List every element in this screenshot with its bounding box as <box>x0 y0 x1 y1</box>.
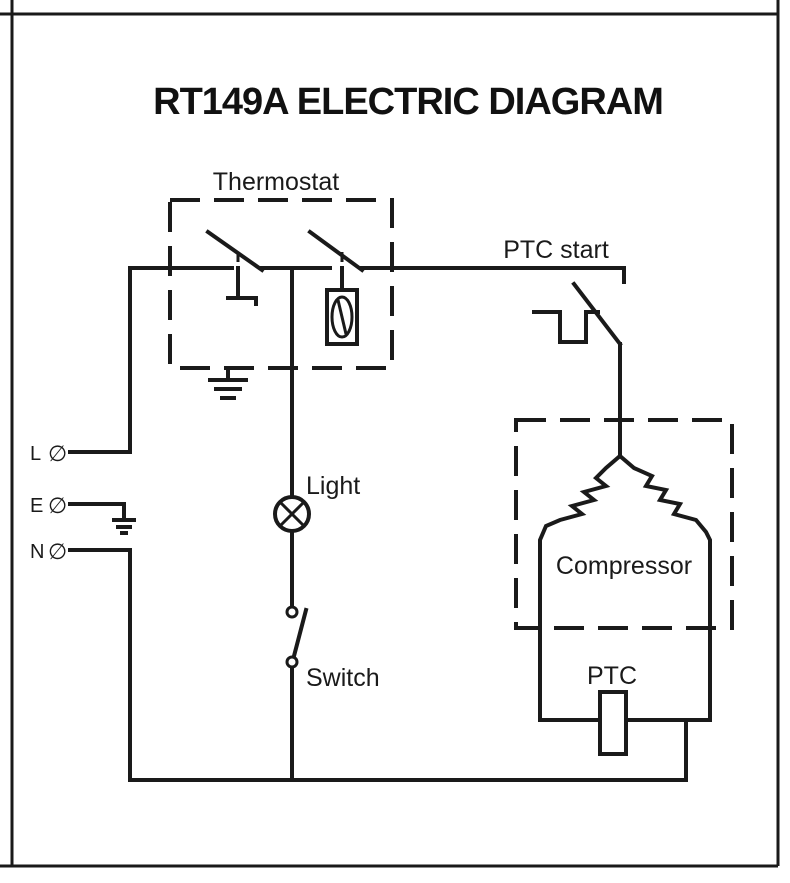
door-switch: Switch <box>285 605 380 782</box>
svg-text:E: E <box>30 495 43 517</box>
compressor-label: Compressor <box>556 552 692 580</box>
thermostat-contact-2 <box>307 229 365 273</box>
ptc-start-label: PTC start <box>503 236 609 264</box>
live-line <box>68 266 626 454</box>
thermostat-label: Thermostat <box>213 168 339 196</box>
terminal-e: E ∅ <box>30 493 136 535</box>
diagram-title: RT149A ELECTRIC DIAGRAM <box>153 81 663 123</box>
ptc-component: PTC <box>587 662 637 756</box>
compressor-windings <box>538 453 712 722</box>
compressor-box: Compressor <box>514 418 734 630</box>
svg-text:N: N <box>30 541 44 563</box>
light-label: Light <box>306 472 360 500</box>
terminal-n: N ∅ <box>30 539 688 782</box>
thermostat-contact-1 <box>205 229 265 306</box>
terminal-symbol-icon: ∅ <box>48 441 67 466</box>
svg-text:L: L <box>30 443 41 465</box>
page-frame <box>0 0 780 868</box>
terminal-symbol-icon: ∅ <box>48 493 67 518</box>
thermostat-ground-icon <box>208 366 248 400</box>
thermostat-box: Thermostat <box>168 168 394 370</box>
light-branch: Light <box>273 266 360 608</box>
thermostat-sensor <box>325 266 359 346</box>
terminal-l: L ∅ <box>30 441 67 466</box>
terminal-symbol-icon: ∅ <box>48 539 67 564</box>
ptc-start-relay: PTC start <box>503 236 626 458</box>
switch-label: Switch <box>306 664 380 692</box>
ptc-label: PTC <box>587 662 637 690</box>
